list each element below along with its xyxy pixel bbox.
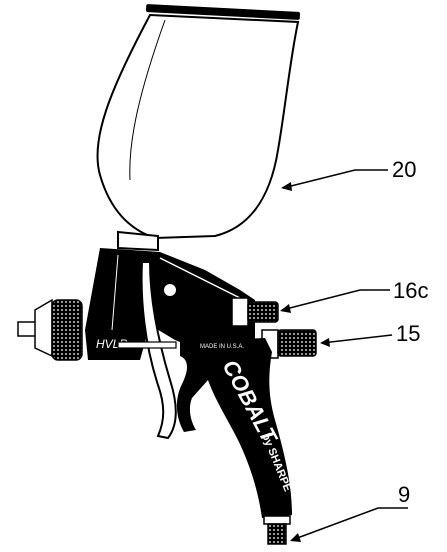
leader-cup — [282, 169, 388, 189]
cup-inner-line — [129, 19, 166, 181]
leader-lines — [281, 169, 408, 541]
upper-knob — [247, 301, 279, 323]
air-inlet-thread — [267, 523, 287, 545]
gun-head-body — [85, 248, 255, 360]
needle-adjust — [117, 341, 177, 349]
air-cap-horns — [34, 298, 53, 358]
air-cap — [17, 298, 83, 361]
arrow-air-inlet — [290, 533, 301, 542]
air-cap-ring — [51, 299, 83, 361]
paint-cup — [96, 4, 301, 252]
arrow-cup — [281, 182, 292, 191]
gun-handle: MADE IN U.S.A. COBALT by SHARPE — [176, 338, 293, 518]
lower-knob — [277, 329, 317, 357]
upper-knob-nut — [231, 297, 249, 327]
callout-lower-knob: 15 — [396, 321, 420, 346]
gun-head-highlight-2 — [111, 254, 119, 331]
callout-cup: 20 — [392, 157, 416, 182]
leader-upper-knob — [281, 289, 390, 311]
callout-air-inlet: 9 — [398, 482, 410, 507]
made-in-label: MADE IN U.S.A. — [200, 344, 244, 350]
air-inlet-fitting — [263, 515, 291, 545]
trigger-lever — [140, 261, 177, 440]
air-inlet-nut — [263, 515, 291, 525]
gun-head: HVLP — [85, 248, 255, 360]
callout-upper-knob: 16c — [393, 278, 428, 303]
cup-body — [96, 13, 300, 240]
trigger-pivot — [162, 282, 178, 298]
handle-body — [176, 338, 292, 518]
cup-neck — [117, 230, 159, 252]
arrow-upper-knob — [280, 304, 291, 313]
leader-lower-knob — [321, 334, 393, 344]
needle-rod — [117, 341, 177, 349]
gun-head-highlight — [159, 257, 241, 299]
arrow-lower-knob — [320, 338, 330, 347]
trigger — [140, 261, 178, 440]
upper-knob-assembly — [231, 297, 279, 327]
leader-air-inlet — [291, 507, 408, 541]
leader-arrows — [280, 182, 330, 542]
cup-lid — [145, 4, 301, 20]
callout-labels: 20 16c 15 9 — [392, 157, 428, 507]
